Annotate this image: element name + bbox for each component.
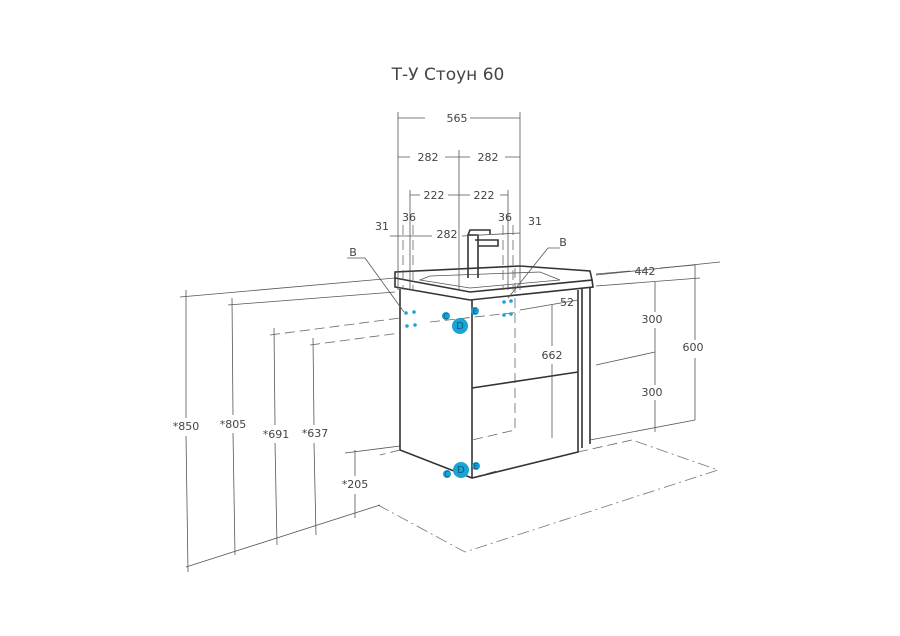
dim-282-right: 282 (478, 151, 499, 164)
b-callouts: B B (347, 236, 567, 313)
dim-442: 442 (635, 265, 656, 278)
marker-d-bottom: D (457, 465, 465, 476)
dim-565: 565 (447, 112, 468, 125)
dim-850: *850 (173, 420, 200, 433)
dim-300-upper: 300 (642, 313, 663, 326)
right-dimensions: 442 600 300 300 662 52 (519, 264, 704, 441)
top-dimensions: 565 282 282 222 222 36 36 31 31 282 (375, 112, 542, 290)
marker-e-bottom: E (473, 462, 478, 471)
floor-outline (377, 439, 720, 553)
dim-31-left: 31 (375, 220, 389, 233)
marker-c-bottom: C (444, 470, 450, 479)
marker-c-top: C (443, 312, 449, 321)
label-b-left: B (349, 246, 357, 259)
dim-600: 600 (683, 341, 704, 354)
vanity-cabinet (394, 229, 594, 479)
faucet (467, 234, 479, 278)
drawing-title: Т-У Стоун 60 (391, 65, 505, 85)
dim-805: *805 (220, 418, 247, 431)
label-b-right: B (559, 236, 567, 249)
dim-52: 52 (560, 296, 574, 309)
dim-36-right: 36 (498, 211, 512, 224)
dim-222-left: 222 (424, 189, 445, 202)
height-dimensions: *850 *805 *691 *637 *205 (173, 290, 369, 573)
wall-guide-lines (179, 261, 721, 568)
dim-36-left: 36 (402, 211, 416, 224)
dim-282-left: 282 (418, 151, 439, 164)
dim-205: *205 (342, 478, 369, 491)
dim-300-lower: 300 (642, 386, 663, 399)
dim-222-right: 222 (474, 189, 495, 202)
marker-e-top: E (472, 307, 477, 316)
dim-637: *637 (302, 427, 329, 440)
connection-points: C D E C D E (404, 299, 513, 479)
marker-d-top: D (456, 321, 464, 332)
dim-282-middle: 282 (437, 228, 458, 241)
dim-31-right: 31 (528, 215, 542, 228)
dim-691: *691 (263, 428, 290, 441)
dim-662: 662 (542, 349, 563, 362)
